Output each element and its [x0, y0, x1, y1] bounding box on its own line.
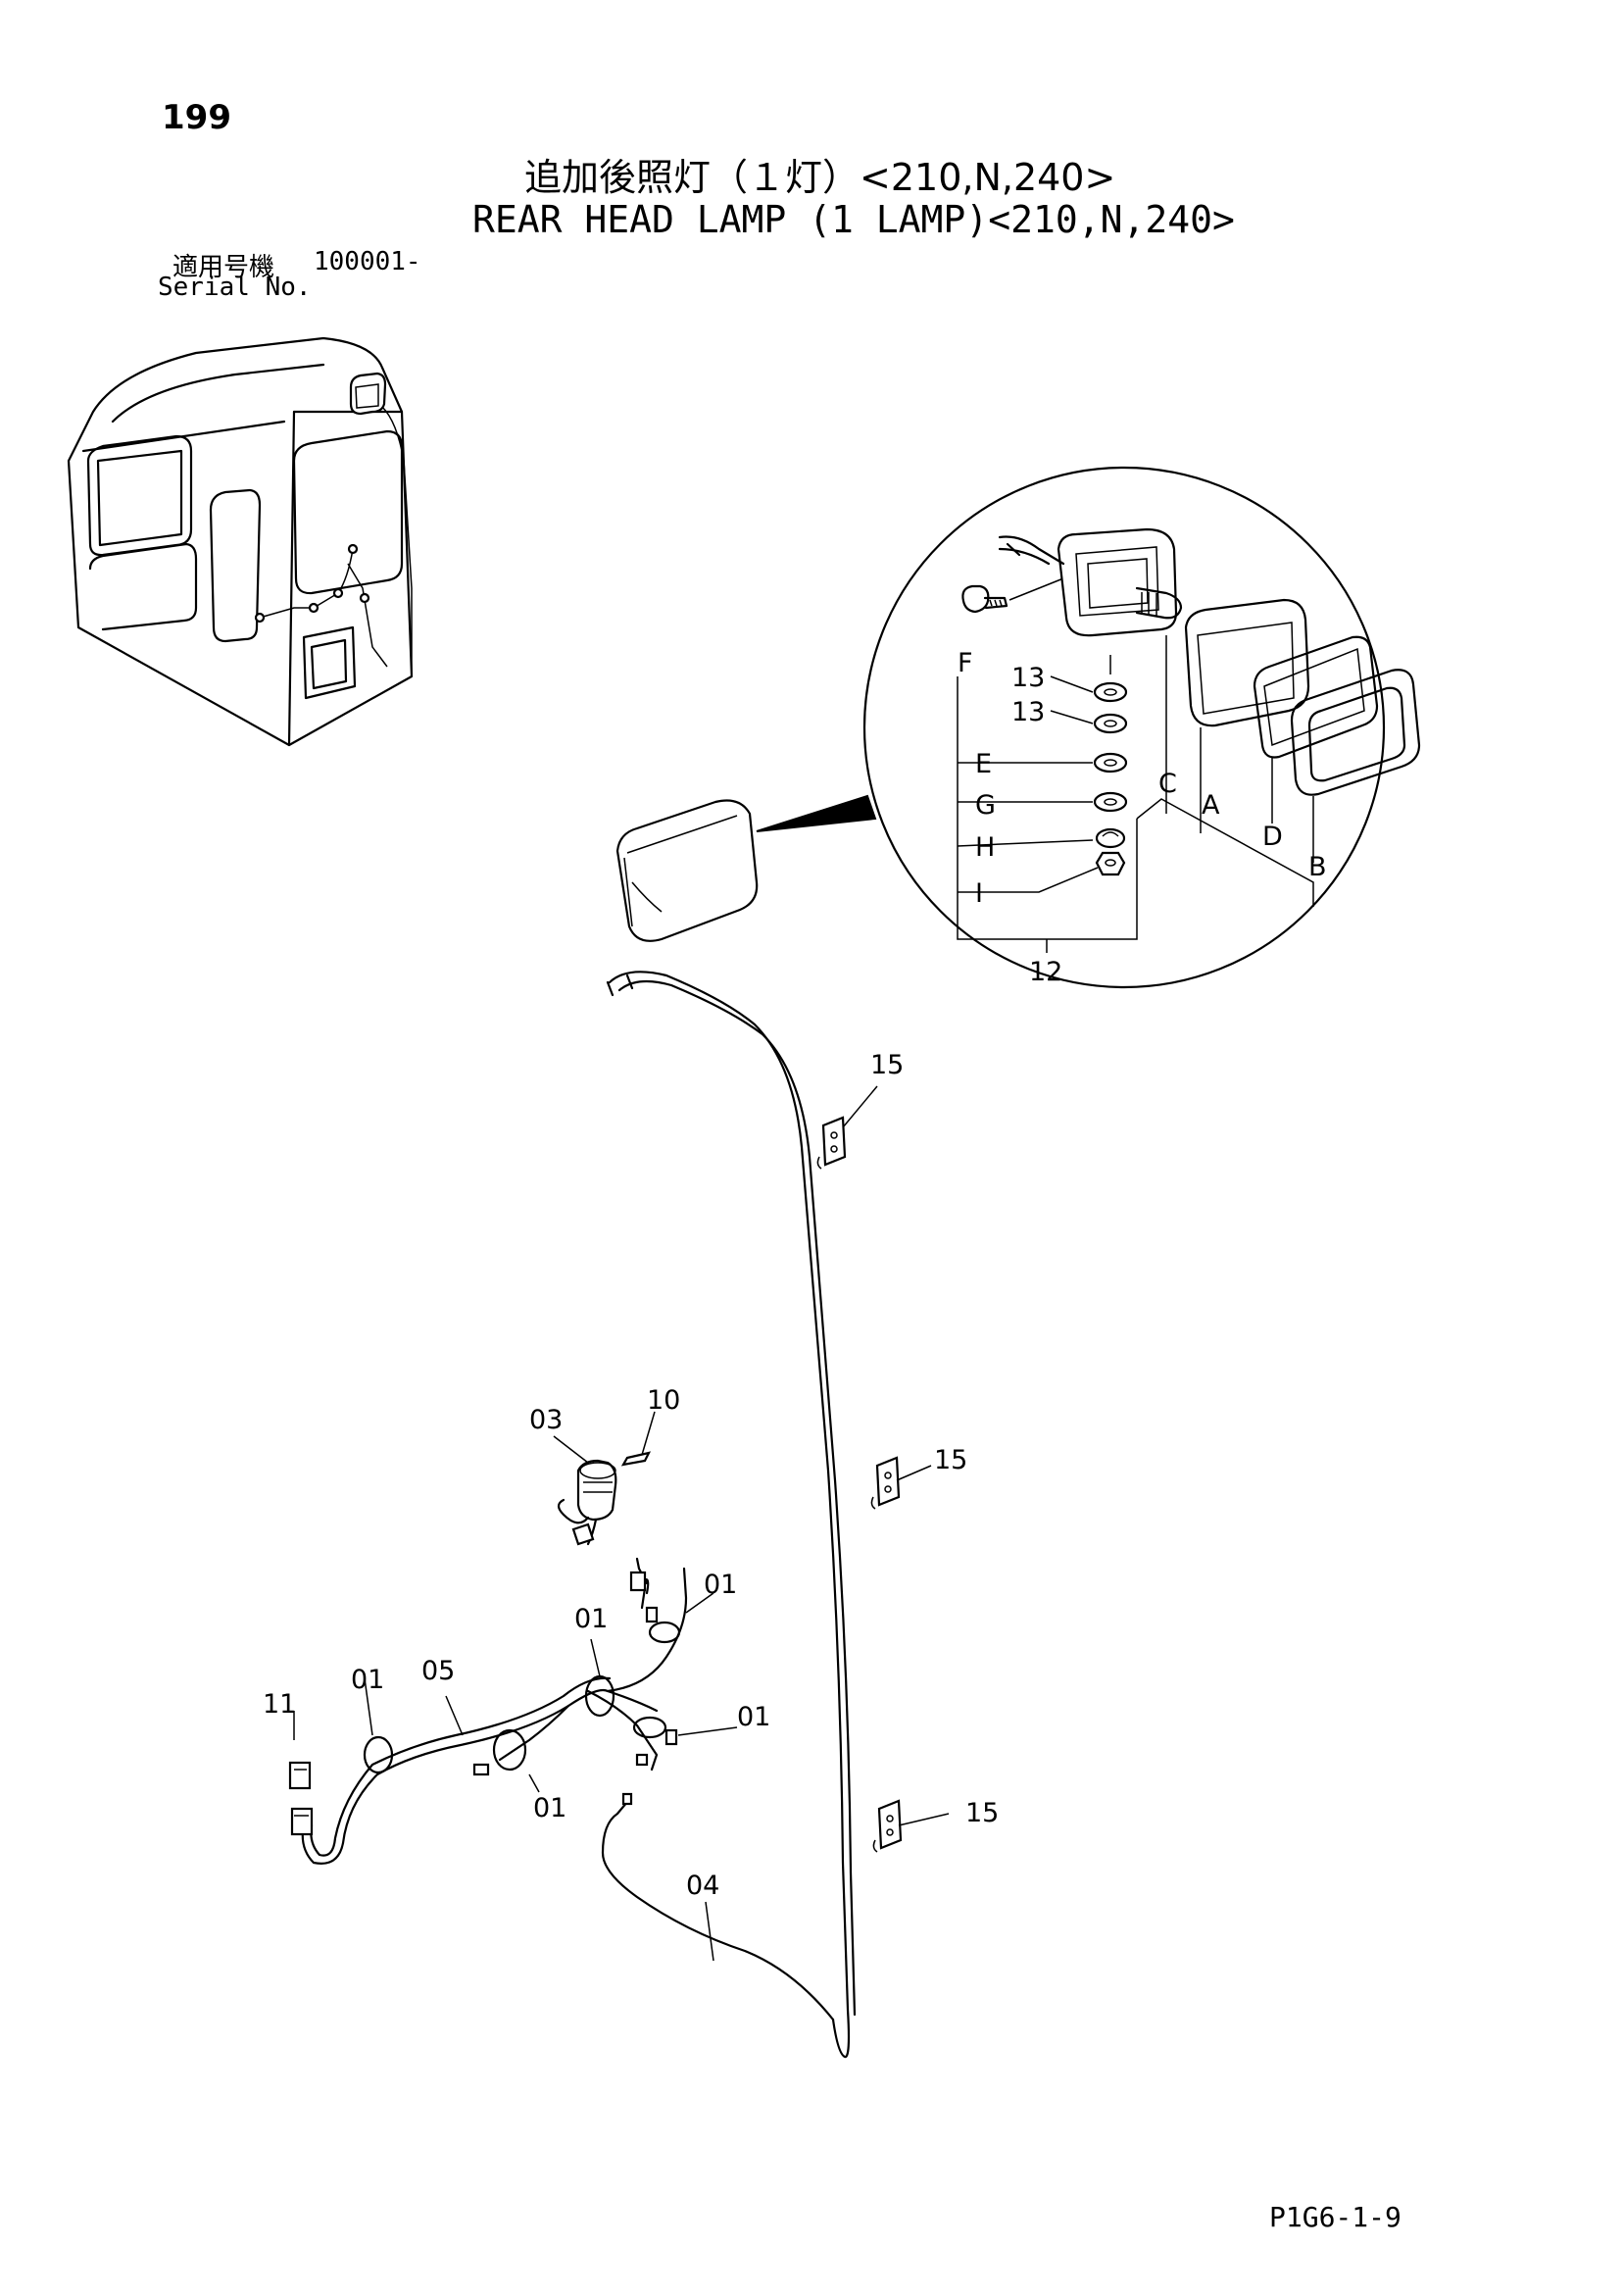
callout-10: 10 [647, 1385, 680, 1416]
callout-04: 04 [686, 1871, 719, 1901]
harness-05 [288, 1557, 738, 1865]
page-title-japanese: 追加後照灯（１灯）<210,N,240> [524, 156, 1116, 199]
callout-H: H [975, 832, 995, 863]
serial-number-value: 100001- [314, 247, 421, 276]
callout-11: 11 [263, 1689, 296, 1720]
harness-04 [601, 971, 857, 2059]
callout-C: C [1158, 769, 1177, 799]
clip-15-middle [870, 1456, 932, 1510]
callout-03: 03 [529, 1405, 563, 1435]
callout-I: I [975, 878, 983, 909]
callout-15-lower: 15 [965, 1798, 999, 1828]
callout-13-lower: 13 [1011, 697, 1045, 727]
callout-A: A [1202, 790, 1220, 821]
callout-13-upper: 13 [1011, 663, 1045, 693]
callout-01-right: 01 [737, 1702, 770, 1732]
callout-05: 05 [421, 1656, 455, 1686]
cab-overview [67, 336, 414, 747]
callout-E: E [975, 749, 992, 779]
callout-D: D [1262, 822, 1283, 852]
callout-01-mid: 01 [574, 1604, 608, 1634]
callout-15-upper: 15 [870, 1050, 904, 1080]
callout-F: F [958, 648, 973, 678]
callout-G: G [975, 790, 996, 821]
switch-03 [553, 1435, 617, 1546]
serial-label-japanese: 適用号機 [172, 253, 275, 282]
page-number: 199 [162, 98, 231, 137]
callout-01-top-right: 01 [704, 1570, 737, 1600]
callout-01-bottom: 01 [533, 1793, 566, 1823]
plate-10 [620, 1411, 656, 1467]
lamp-detail-circle [756, 466, 1421, 989]
diagram-code: P1G6-1-9 [1269, 2201, 1402, 2233]
callout-B: B [1308, 852, 1327, 882]
callout-12: 12 [1029, 957, 1062, 987]
clip-15-upper [816, 1085, 878, 1170]
page-title-english: REAR HEAD LAMP (1 LAMP)<210,N,240> [472, 198, 1235, 241]
clip-15-lower [872, 1799, 950, 1853]
serial-label-english: Serial No. [158, 273, 312, 302]
callout-01-left: 01 [351, 1665, 384, 1695]
callout-15-middle: 15 [934, 1445, 967, 1475]
rear-head-lamp [615, 799, 759, 942]
